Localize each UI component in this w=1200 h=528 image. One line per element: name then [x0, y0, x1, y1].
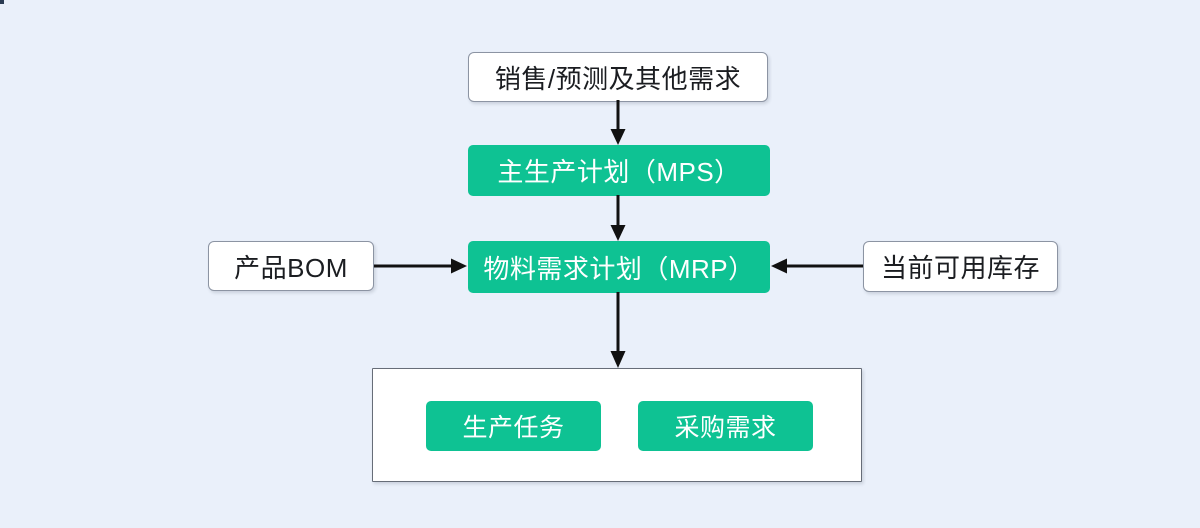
node-material-requirements-planning[interactable]: 物料需求计划（MRP） — [468, 241, 770, 293]
outputs-group-container: 生产任务 采购需求 — [372, 368, 862, 482]
edge-bom-to-mrp — [374, 256, 468, 276]
edge-mrp-to-outputs — [608, 292, 628, 370]
node-current-available-inventory-label: 当前可用库存 — [880, 253, 1040, 283]
node-purchase-demand[interactable]: 采购需求 — [638, 401, 813, 451]
edge-demand-to-mps — [608, 100, 628, 146]
node-production-task-label: 生产任务 — [462, 414, 565, 442]
node-master-production-schedule-label: 主生产计划（MPS） — [497, 157, 741, 187]
node-current-available-inventory[interactable]: 当前可用库存 — [863, 241, 1058, 292]
corner-marker-dot — [0, 0, 4, 4]
node-production-task[interactable]: 生产任务 — [426, 401, 601, 451]
node-sales-forecast-demand[interactable]: 销售/预测及其他需求 — [468, 52, 768, 102]
node-purchase-demand-label: 采购需求 — [674, 414, 777, 442]
node-product-bom-label: 产品BOM — [234, 252, 348, 283]
edge-inventory-to-mrp — [770, 256, 864, 276]
node-material-requirements-planning-label: 物料需求计划（MRP） — [483, 253, 755, 284]
node-master-production-schedule[interactable]: 主生产计划（MPS） — [468, 145, 770, 196]
edge-mps-to-mrp — [608, 195, 628, 242]
node-product-bom[interactable]: 产品BOM — [208, 241, 374, 291]
node-sales-forecast-demand-label: 销售/预测及其他需求 — [494, 63, 742, 94]
